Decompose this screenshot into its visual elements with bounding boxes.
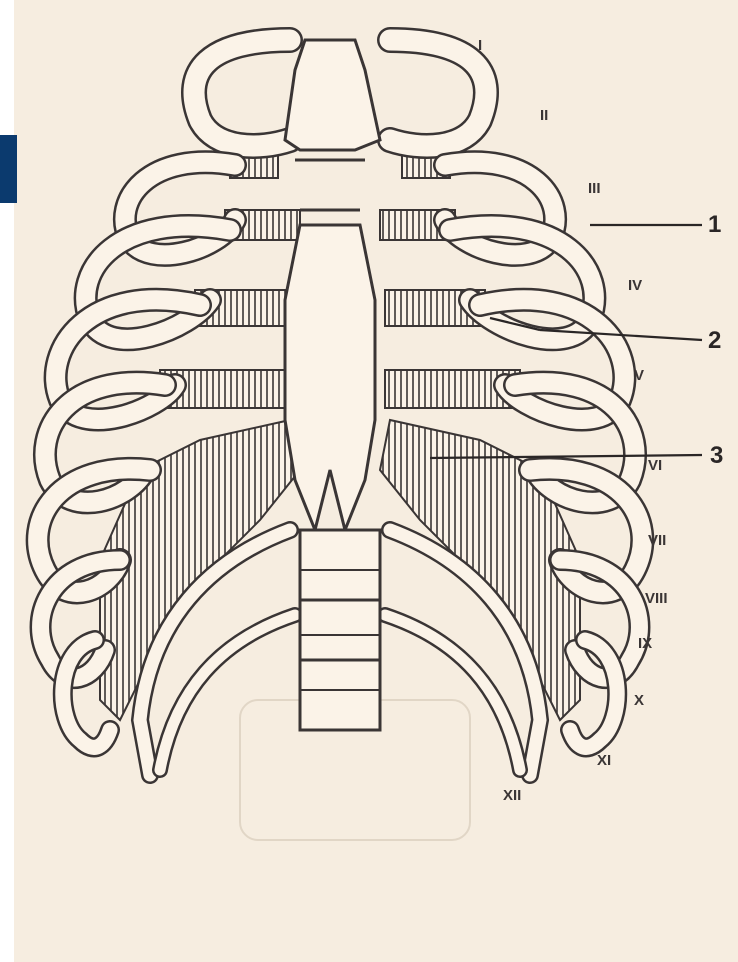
callout-3: 3 (710, 442, 723, 469)
rib-label-10: X (634, 692, 644, 709)
blue-edge-tab (0, 135, 17, 203)
sternum (285, 40, 380, 530)
rib-label-4: IV (628, 277, 642, 294)
rib-label-9: IX (638, 635, 652, 652)
rib-label-5: V (634, 367, 644, 384)
vertebral-column (300, 530, 380, 730)
rib-label-11: XI (597, 752, 611, 769)
callout-2: 2 (708, 327, 721, 354)
rib-label-8: VIII (645, 590, 668, 607)
rib-label-1: I (478, 37, 482, 54)
rib-label-6: VI (648, 457, 662, 474)
callout-1: 1 (708, 211, 721, 238)
rib-label-12: XII (503, 787, 521, 804)
rib-label-2: II (540, 107, 548, 124)
rib-label-3: III (588, 180, 601, 197)
rib-label-7: VII (648, 532, 666, 549)
